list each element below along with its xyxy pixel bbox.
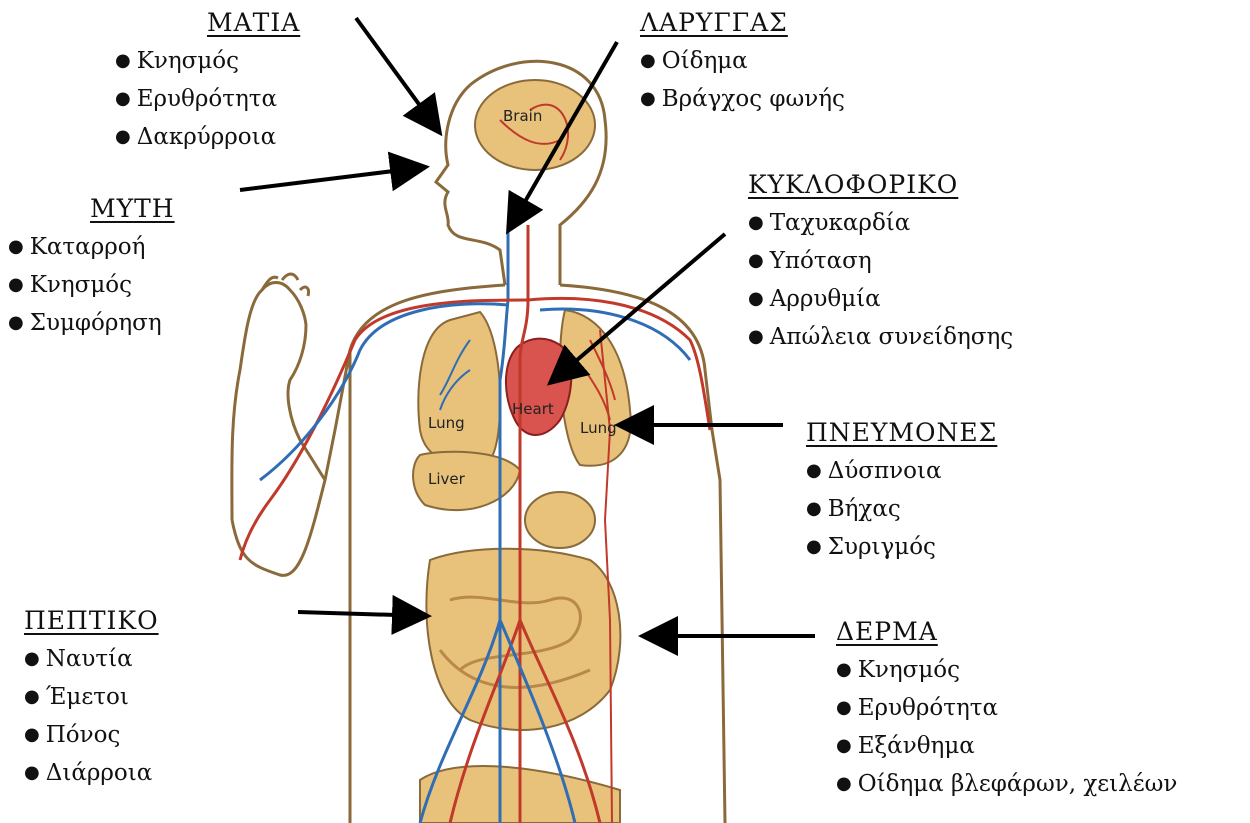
list-pneymones: ●Δύσπνοια ●Βήχας ●Συριγμός bbox=[806, 453, 997, 567]
heading-mythi: ΜΥΤΗ bbox=[90, 194, 175, 223]
heading-peptiko: ΠΕΠΤΙΚΟ bbox=[24, 606, 159, 635]
list-item: ●Κνησμός bbox=[836, 652, 1177, 690]
list-item: ●Καταρροή bbox=[8, 229, 175, 267]
group-pneymones: ΠΝΕΥΜΟΝΕΣ ●Δύσπνοια ●Βήχας ●Συριγμός bbox=[806, 418, 997, 567]
list-item: ●Ερυθρότητα bbox=[836, 690, 1177, 728]
list-item: ●Αρρυθμία bbox=[748, 281, 1013, 319]
list-item: ●Συριγμός bbox=[806, 529, 997, 567]
list-item: ●Συμφόρηση bbox=[8, 305, 175, 343]
list-item: ●Κνησμός bbox=[115, 43, 300, 81]
list-matia: ●Κνησμός ●Ερυθρότητα ●Δακρύρροια bbox=[115, 43, 300, 157]
group-matia: ΜΑΤΙΑ ●Κνησμός ●Ερυθρότητα ●Δακρύρροια bbox=[115, 8, 300, 157]
group-derma: ΔΕΡΜΑ ●Κνησμός ●Ερυθρότητα ●Εξάνθημα ●Οί… bbox=[836, 617, 1177, 804]
list-item: ●Ταχυκαρδία bbox=[748, 205, 1013, 243]
brain-shape bbox=[475, 80, 595, 170]
arrow-mythi bbox=[240, 167, 426, 190]
heading-derma: ΔΕΡΜΑ bbox=[836, 617, 1177, 646]
list-item: ●Δακρύρροια bbox=[115, 119, 300, 157]
list-larygas: ●Οίδημα ●Βράγχος φωνής bbox=[640, 43, 845, 119]
heading-matia: ΜΑΤΙΑ bbox=[207, 8, 300, 37]
organ-label-lung-right: Lung bbox=[580, 419, 617, 437]
arrow-peptiko bbox=[298, 612, 428, 616]
organ-label-lung-left: Lung bbox=[428, 414, 465, 432]
list-item: ●Ναυτία bbox=[24, 641, 159, 679]
list-item: ●Δύσπνοια bbox=[806, 453, 997, 491]
list-derma: ●Κνησμός ●Ερυθρότητα ●Εξάνθημα ●Οίδημα β… bbox=[836, 652, 1177, 804]
list-item: ●Οίδημα βλεφάρων, χειλέων bbox=[836, 766, 1177, 804]
intestines-shape bbox=[426, 549, 620, 730]
heading-pneymones: ΠΝΕΥΜΟΝΕΣ bbox=[806, 418, 997, 447]
list-item: ●Έμετοι bbox=[24, 679, 159, 717]
list-item: ●Εξάνθημα bbox=[836, 728, 1177, 766]
list-item: ●Απώλεια συνείδησης bbox=[748, 319, 1013, 357]
list-mythi: ●Καταρροή ●Κνησμός ●Συμφόρηση bbox=[8, 229, 175, 343]
group-mythi: ΜΥΤΗ ●Καταρροή ●Κνησμός ●Συμφόρηση bbox=[8, 194, 175, 343]
group-larygas: ΛΑΡΥΓΓΑΣ ●Οίδημα ●Βράγχος φωνής bbox=[640, 8, 845, 119]
group-kykloforiko: ΚΥΚΛΟΦΟΡΙΚΟ ●Ταχυκαρδία ●Υπόταση ●Αρρυθμ… bbox=[748, 170, 1013, 357]
organ-label-liver: Liver bbox=[428, 470, 466, 488]
list-item: ●Ερυθρότητα bbox=[115, 81, 300, 119]
organ-label-brain: Brain bbox=[503, 107, 542, 125]
list-kykloforiko: ●Ταχυκαρδία ●Υπόταση ●Αρρυθμία ●Απώλεια … bbox=[748, 205, 1013, 357]
stomach-shape bbox=[525, 492, 595, 548]
heart-shape bbox=[506, 339, 571, 435]
list-peptiko: ●Ναυτία ●Έμετοι ●Πόνος ●Διάρροια bbox=[24, 641, 159, 793]
list-item: ●Κνησμός bbox=[8, 267, 175, 305]
organ-label-heart: Heart bbox=[512, 400, 554, 418]
group-peptiko: ΠΕΠΤΙΚΟ ●Ναυτία ●Έμετοι ●Πόνος ●Διάρροια bbox=[24, 606, 159, 793]
arrow-matia bbox=[356, 18, 440, 133]
list-item: ●Βήχας bbox=[806, 491, 997, 529]
list-item: ●Υπόταση bbox=[748, 243, 1013, 281]
list-item: ●Οίδημα bbox=[640, 43, 845, 81]
lung-left-shape bbox=[418, 312, 500, 464]
list-item: ●Πόνος bbox=[24, 717, 159, 755]
heading-kykloforiko: ΚΥΚΛΟΦΟΡΙΚΟ bbox=[748, 170, 1013, 199]
list-item: ●Βράγχος φωνής bbox=[640, 81, 845, 119]
heading-larygas: ΛΑΡΥΓΓΑΣ bbox=[640, 8, 845, 37]
list-item: ●Διάρροια bbox=[24, 755, 159, 793]
